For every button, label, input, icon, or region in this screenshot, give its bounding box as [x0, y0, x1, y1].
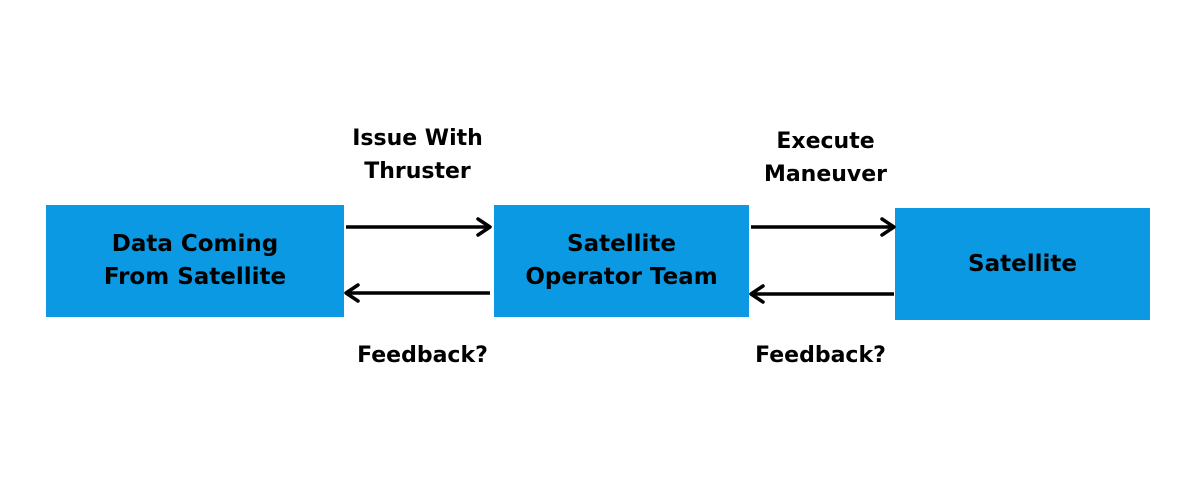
arrow-issue-with-thruster-head: [476, 217, 492, 237]
arrow-feedback-right: [749, 284, 894, 304]
node-satellite-operator-team: Satellite Operator Team: [494, 205, 749, 317]
arrow-execute-maneuver: [751, 217, 896, 237]
arrow-issue-with-thruster: [346, 217, 492, 237]
arrow-feedback-left: [344, 283, 490, 303]
arrow-feedback-left-head: [344, 283, 360, 303]
node-satellite-label: Satellite: [968, 250, 1077, 277]
node-data-coming-from-satellite: Data Coming From Satellite: [46, 205, 344, 317]
edge-label-feedback-left: Feedback?: [357, 343, 488, 368]
arrow-execute-maneuver-head: [880, 217, 896, 237]
edge-label-feedback-right: Feedback?: [755, 343, 886, 368]
node-data-coming-from-satellite-label: Data Coming From Satellite: [103, 231, 287, 290]
edge-label-issue-with-thruster: Issue With Thruster: [352, 126, 483, 184]
node-satellite: Satellite: [895, 208, 1150, 320]
edge-label-execute-maneuver: Execute Maneuver: [763, 129, 888, 187]
node-satellite-operator-team-label: Satellite Operator Team: [525, 231, 718, 290]
arrow-feedback-right-head: [749, 284, 765, 304]
